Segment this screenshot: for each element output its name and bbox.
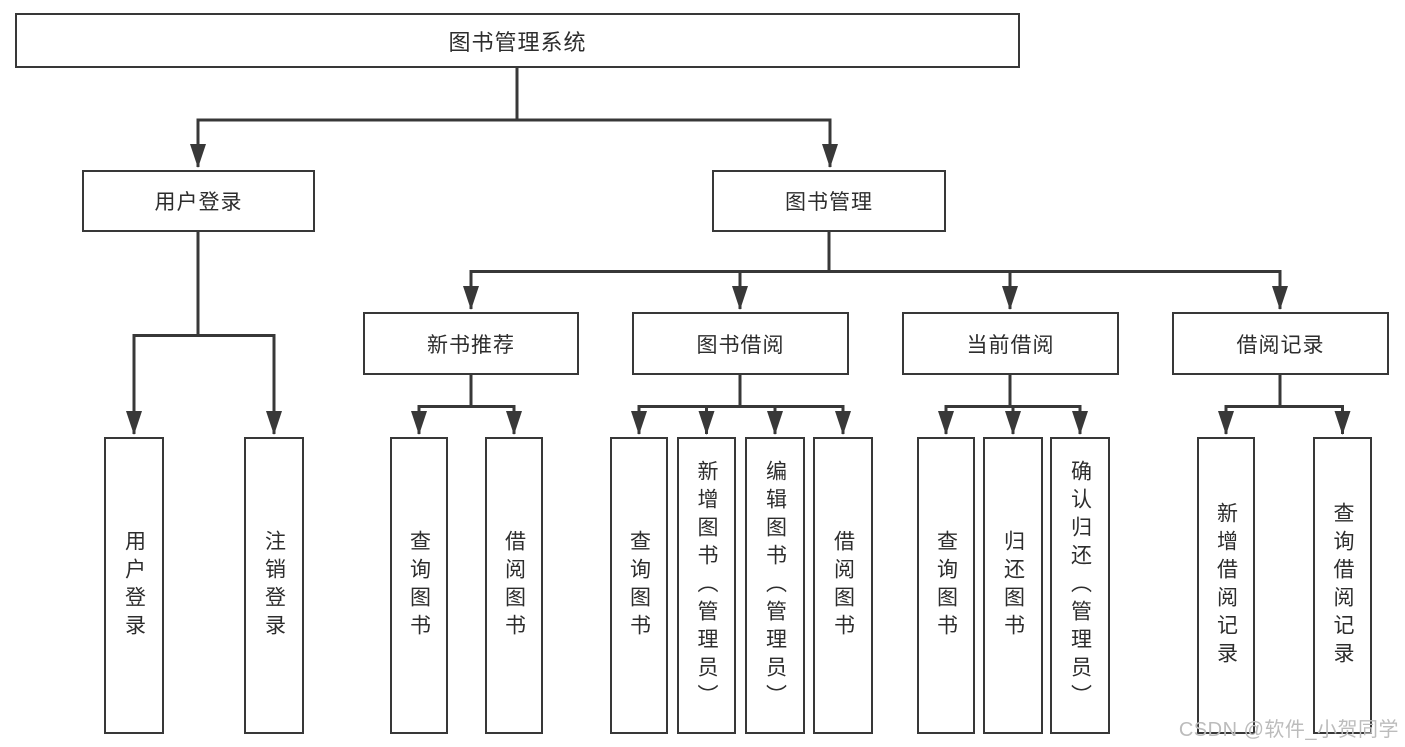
leaf-borrow-books-recommend-label: 借阅图书 — [502, 529, 526, 642]
node-library-management-system-label: 图书管理系统 — [448, 29, 587, 55]
leaf-query-books-borrow-label: 查询图书 — [627, 529, 651, 642]
leaf-confirm-return-admin-label: 确认归还（管理员） — [1068, 459, 1092, 712]
leaf-user-login: 用户登录 — [104, 437, 164, 734]
node-new-book-recommend-label: 新书推荐 — [427, 333, 515, 357]
leaf-query-books-current-label: 查询图书 — [934, 529, 958, 642]
leaf-borrow-books-label: 借阅图书 — [831, 529, 855, 642]
node-user-login-label: 用户登录 — [154, 191, 243, 214]
leaf-confirm-return-admin: 确认归还（管理员） — [1050, 437, 1110, 734]
node-book-borrow: 图书借阅 — [632, 312, 849, 375]
leaf-user-login-label: 用户登录 — [122, 529, 146, 642]
leaf-logout: 注销登录 — [244, 437, 304, 734]
leaf-borrow-books: 借阅图书 — [813, 437, 873, 734]
node-user-login: 用户登录 — [82, 170, 315, 232]
leaf-query-borrow-record-label: 查询借阅记录 — [1331, 501, 1354, 670]
leaf-logout-label: 注销登录 — [262, 529, 286, 642]
node-new-book-recommend: 新书推荐 — [363, 312, 579, 375]
leaf-edit-books-admin-label: 编辑图书（管理员） — [763, 459, 787, 712]
leaf-add-books-admin-label: 新增图书（管理员） — [695, 459, 718, 712]
node-current-borrow-label: 当前借阅 — [966, 333, 1055, 357]
leaf-add-borrow-record-label: 新增借阅记录 — [1214, 501, 1238, 670]
node-borrow-records: 借阅记录 — [1172, 312, 1389, 375]
node-library-management-system: 图书管理系统 — [15, 13, 1020, 68]
node-current-borrow: 当前借阅 — [902, 312, 1119, 375]
node-book-borrow-label: 图书借阅 — [696, 333, 785, 357]
node-book-management: 图书管理 — [712, 170, 946, 232]
leaf-borrow-books-recommend: 借阅图书 — [485, 437, 543, 734]
leaf-query-books-current: 查询图书 — [917, 437, 975, 734]
csdn-watermark: CSDN @软件_小贺同学 — [1178, 719, 1399, 741]
leaf-query-books-recommend: 查询图书 — [390, 437, 448, 734]
leaf-query-borrow-record: 查询借阅记录 — [1313, 437, 1372, 734]
leaf-return-books: 归还图书 — [983, 437, 1043, 734]
leaf-query-books-recommend-label: 查询图书 — [407, 529, 431, 642]
leaf-return-books-label: 归还图书 — [1001, 529, 1025, 642]
leaf-query-books-borrow: 查询图书 — [610, 437, 668, 734]
leaf-add-borrow-record: 新增借阅记录 — [1197, 437, 1255, 734]
node-borrow-records-label: 借阅记录 — [1236, 333, 1325, 357]
leaf-edit-books-admin: 编辑图书（管理员） — [745, 437, 805, 734]
leaf-add-books-admin: 新增图书（管理员） — [677, 437, 736, 734]
node-book-management-label: 图书管理 — [785, 191, 873, 214]
